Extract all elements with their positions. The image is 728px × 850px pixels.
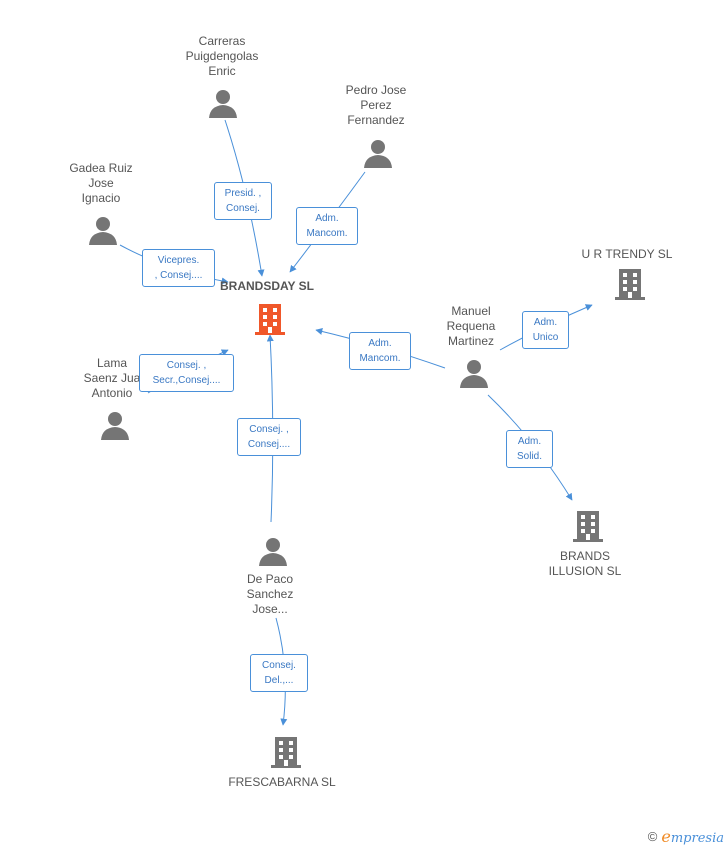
node-label: Manuel Requena Martinez [446,304,496,348]
role-label-lama[interactable]: Consej. , Secr.,Consej.... [139,354,234,392]
building-icon [271,737,301,768]
person-icon [89,217,117,245]
copyright-icon: © [647,829,658,844]
person-icon [364,140,392,168]
node-label: BRANDSDAY SL [219,279,315,293]
node-label: U R TRENDY SL [581,247,673,261]
node-label: Lama Saenz Jua Antonio [83,356,141,400]
role-label-pedro[interactable]: Adm. Mancom. [296,207,358,245]
empresia-logo: empresia [661,827,724,846]
role-label-depaco-frescabarna[interactable]: Consej. Del.,... [250,654,308,692]
role-label-manuel-brandsday[interactable]: Adm. Mancom. [349,332,411,370]
node-label: FRESCABARNA SL [228,775,336,789]
role-label-gadea[interactable]: Vicepres. , Consej.... [142,249,215,287]
role-label-depaco-brandsday[interactable]: Consej. , Consej.... [237,418,301,456]
footer-brand: © empresia [648,827,724,846]
person-icon [101,412,129,440]
building-icon [615,269,645,300]
role-label-manuel-urtrendy[interactable]: Adm. Unico [522,311,569,349]
node-label: Gadea Ruiz Jose Ignacio [69,161,133,205]
person-icon [209,90,237,118]
role-label-carreras[interactable]: Presid. , Consej. [214,182,272,220]
node-label: De Paco Sanchez Jose... [246,572,294,616]
building-icon [255,304,285,335]
role-label-manuel-brandsillusion[interactable]: Adm. Solid. [506,430,553,468]
node-label: Carreras Puigdengolas Enric [185,34,259,78]
node-label: BRANDS ILLUSION SL [548,549,622,578]
person-icon [460,360,488,388]
node-label: Pedro Jose Perez Fernandez [345,83,407,127]
person-icon [259,538,287,566]
building-icon [573,511,603,542]
